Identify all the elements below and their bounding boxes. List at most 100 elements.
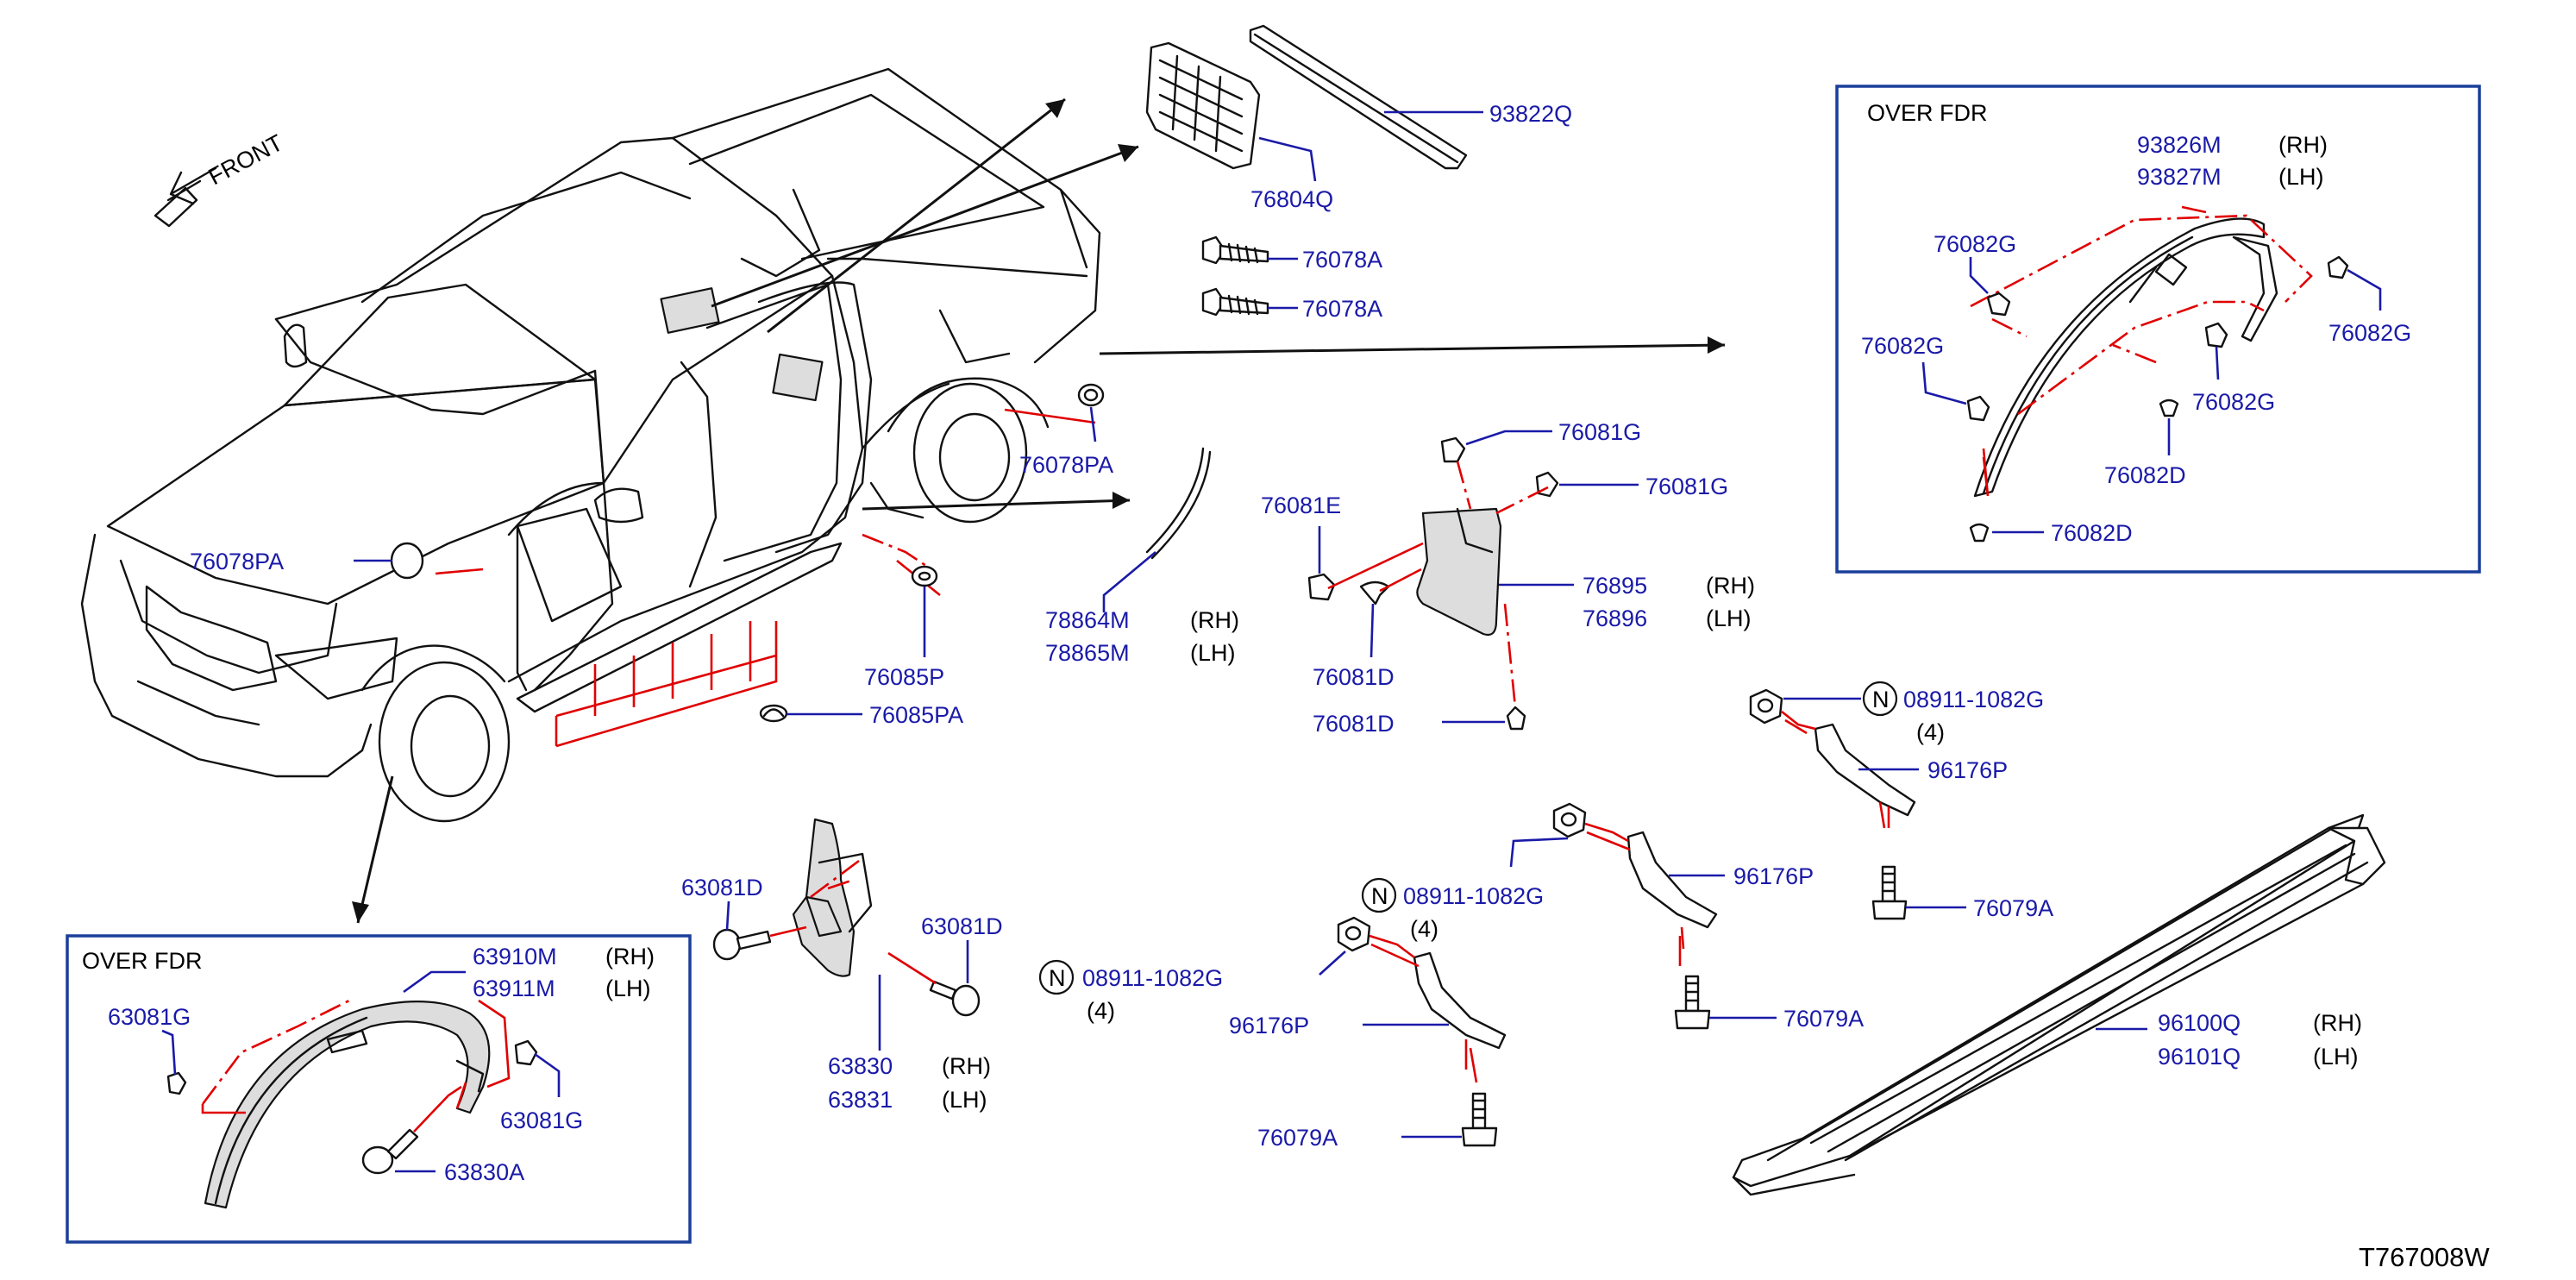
n-symbol-left: N: [1038, 959, 1075, 995]
part-76085PA: 76085PA: [869, 702, 963, 728]
qty-left: (4): [1087, 998, 1115, 1024]
side-rh-76895: (RH): [1706, 573, 1755, 599]
drawing-code: T767008W: [2359, 1242, 2490, 1272]
part-93826M: 93826M: [2137, 132, 2222, 158]
nut-08911-mid-icon: [1552, 802, 1587, 838]
part-76078A-1: 76078A: [1302, 247, 1382, 273]
running-board-part: [1732, 813, 2386, 1196]
part-63911M: 63911M: [473, 976, 555, 1001]
part-78865M: 78865M: [1045, 640, 1130, 666]
part-96176P-low: 96176P: [1229, 1013, 1309, 1038]
clip-76082G-b-icon: [1966, 395, 1990, 422]
part-63081G-a: 63081G: [108, 1004, 191, 1030]
roof-rail-part: [1249, 24, 1468, 170]
clip-76085PA-icon: [759, 704, 788, 723]
part-76804Q: 76804Q: [1250, 186, 1333, 212]
rear-mudguard-part: [1416, 507, 1502, 637]
part-78864M: 78864M: [1045, 607, 1130, 633]
part-76082G-d: 76082G: [2192, 389, 2275, 415]
rear-over-fender-box: [1835, 85, 2481, 574]
side-rh-93826M: (RH): [2278, 132, 2328, 158]
part-96176P-top: 96176P: [1927, 757, 2008, 783]
bolt-76079A-mid-icon: [1674, 975, 1711, 1030]
clip-76082G-c-icon: [2327, 255, 2349, 279]
clip-76081D-1-icon: [1359, 580, 1390, 605]
part-96101Q: 96101Q: [2158, 1044, 2241, 1070]
bracket-96176P-low-part: [1413, 951, 1507, 1050]
part-08911-top: 08911-1082G: [1903, 687, 2044, 712]
part-76085P: 76085P: [864, 664, 944, 690]
part-93827M: 93827M: [2137, 164, 2222, 190]
clip-76082D-b-icon: [1969, 523, 1990, 543]
part-63910M: 63910M: [473, 944, 557, 969]
bolt-63081D-left-icon: [712, 928, 772, 961]
grommet-76078PA-rear-icon: [1077, 383, 1105, 407]
weatherstrip-part: [1145, 447, 1212, 560]
grommet-76078PA-front-icon: [390, 542, 424, 580]
part-76078PA-rear: 76078PA: [1019, 452, 1113, 478]
part-76081D-2: 76081D: [1313, 711, 1395, 737]
part-63831: 63831: [828, 1087, 893, 1113]
side-lh-63831: (LH): [942, 1087, 987, 1113]
part-76082G-c: 76082G: [2328, 320, 2411, 346]
side-lh-93827M: (LH): [2278, 164, 2324, 190]
part-76082D-b: 76082D: [2051, 520, 2133, 546]
bolt-76078A-1-icon: [1201, 235, 1269, 265]
side-rh-96100Q: (RH): [2313, 1010, 2362, 1036]
qty-top: (4): [1916, 719, 1945, 745]
rear-box-title: OVER FDR: [1867, 100, 1988, 126]
nut-08911-left-icon: [1337, 916, 1371, 952]
bolt-76079A-top-icon: [1871, 865, 1908, 920]
qty-mid: (4): [1410, 916, 1438, 942]
svg-text:N: N: [1049, 965, 1066, 991]
front-over-fender-part: [204, 1001, 491, 1209]
part-76079A-top: 76079A: [1973, 895, 2053, 921]
part-76082G-b: 76082G: [1861, 333, 1944, 359]
front-over-fender-box: [66, 934, 692, 1244]
part-76081D-1: 76081D: [1313, 664, 1395, 690]
front-mudguard-part: [792, 818, 873, 977]
part-63081D-right: 63081D: [921, 913, 1003, 939]
clip-63081G-b-icon: [514, 1039, 538, 1066]
part-96100Q: 96100Q: [2158, 1010, 2241, 1036]
side-rh-78864M: (RH): [1190, 607, 1239, 633]
front-arrow-icon: [154, 166, 217, 228]
side-lh-96101Q: (LH): [2313, 1044, 2359, 1070]
front-label: FRONT: [204, 129, 287, 190]
nut-08911-top-icon: [1749, 688, 1783, 725]
part-76078PA-front: 76078PA: [190, 549, 284, 574]
part-63830: 63830: [828, 1053, 893, 1079]
svg-text:N: N: [1872, 687, 1890, 712]
bracket-96176P-mid-part: [1626, 831, 1718, 929]
part-76082D-a: 76082D: [2104, 462, 2186, 488]
part-96176P-mid: 96176P: [1733, 863, 1814, 889]
part-76081G-right: 76081G: [1645, 474, 1728, 499]
vent-grille-part: [1145, 41, 1261, 170]
clip-76081D-2-icon: [1506, 706, 1526, 731]
side-rh-63830: (RH): [942, 1053, 991, 1079]
clip-76082G-d-icon: [2204, 322, 2228, 348]
part-76082G-a: 76082G: [1934, 231, 2016, 257]
part-76896: 76896: [1583, 605, 1647, 631]
front-box-title: OVER FDR: [82, 948, 203, 974]
screw-63830A-icon: [361, 1128, 419, 1175]
clip-76081E-icon: [1307, 573, 1336, 601]
side-lh-76896: (LH): [1706, 605, 1752, 631]
side-lh-78865M: (LH): [1190, 640, 1236, 666]
svg-text:N: N: [1371, 883, 1388, 909]
clip-76082G-a-icon: [1986, 292, 2011, 317]
bolt-76078A-2-icon: [1201, 287, 1269, 317]
side-lh-63911M: (LH): [605, 976, 651, 1001]
truck-illustration: [80, 67, 1101, 823]
part-76078A-2: 76078A: [1302, 296, 1382, 322]
clip-63081G-a-icon: [166, 1071, 187, 1095]
bolt-76079A-low-icon: [1461, 1092, 1498, 1147]
part-63830A: 63830A: [444, 1159, 524, 1185]
rear-over-fender-part: [1973, 217, 2278, 498]
n-symbol-mid: N: [1361, 877, 1397, 913]
side-rh-63910M: (RH): [605, 944, 655, 969]
part-76079A-low: 76079A: [1257, 1125, 1338, 1151]
part-76081E: 76081E: [1261, 493, 1341, 518]
part-63081G-b: 63081G: [500, 1107, 583, 1133]
